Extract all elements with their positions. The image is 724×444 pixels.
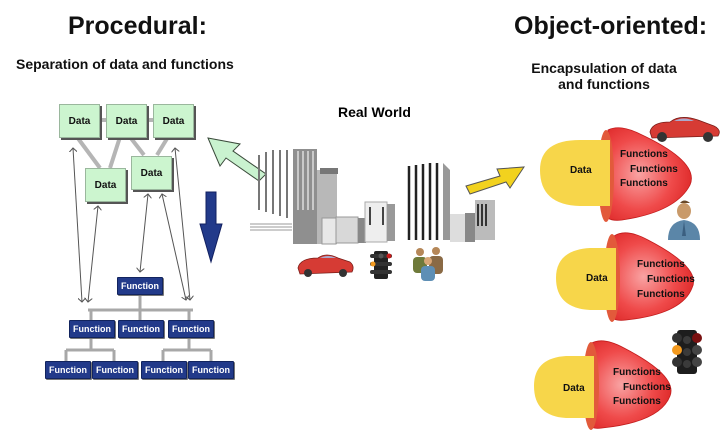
function-box: Function (168, 320, 214, 338)
object-function-label: Functions (613, 367, 661, 378)
green-arrow-icon (207, 137, 267, 182)
function-box: Function (141, 361, 187, 379)
traffic-light-icon (370, 251, 392, 279)
object-oriented-title: Object-oriented: (514, 12, 708, 40)
people-group-icon (413, 247, 443, 281)
object-function-label: Functions (637, 289, 685, 300)
function-box: Function (118, 320, 164, 338)
object-data-label: Data (570, 165, 592, 176)
data-box: Data (131, 156, 172, 190)
procedural-title: Procedural: (68, 12, 207, 40)
yellow-arrow-icon (465, 166, 525, 195)
object-data-label: Data (563, 383, 585, 394)
object-oriented-subtitle: Encapsulation of data and functions (531, 60, 677, 92)
function-box: Function (45, 361, 91, 379)
real-world-label: Real World (338, 104, 411, 120)
function-box: Function (117, 277, 163, 295)
object-function-label: Functions (647, 274, 695, 285)
data-box: Data (85, 168, 126, 202)
data-box: Data (106, 104, 147, 138)
car-icon (297, 254, 354, 277)
data-box: Data (59, 104, 100, 138)
object-function-label: Functions (620, 178, 668, 189)
object-function-label: Functions (620, 149, 668, 160)
blue-down-arrow-icon (199, 191, 223, 264)
person-icon (668, 200, 700, 240)
data-box: Data (153, 104, 194, 138)
function-box: Function (92, 361, 138, 379)
object-capsule (540, 127, 692, 222)
object-function-label: Functions (623, 382, 671, 393)
object-capsule (534, 340, 672, 430)
function-box: Function (188, 361, 234, 379)
procedural-subtitle: Separation of data and functions (16, 56, 234, 72)
function-box: Function (69, 320, 115, 338)
object-function-label: Functions (613, 396, 661, 407)
traffic-light-icon (672, 330, 702, 374)
object-function-label: Functions (637, 259, 685, 270)
object-function-label: Functions (630, 164, 678, 175)
object-capsule (556, 232, 694, 322)
object-data-label: Data (586, 273, 608, 284)
car-icon (649, 117, 720, 142)
